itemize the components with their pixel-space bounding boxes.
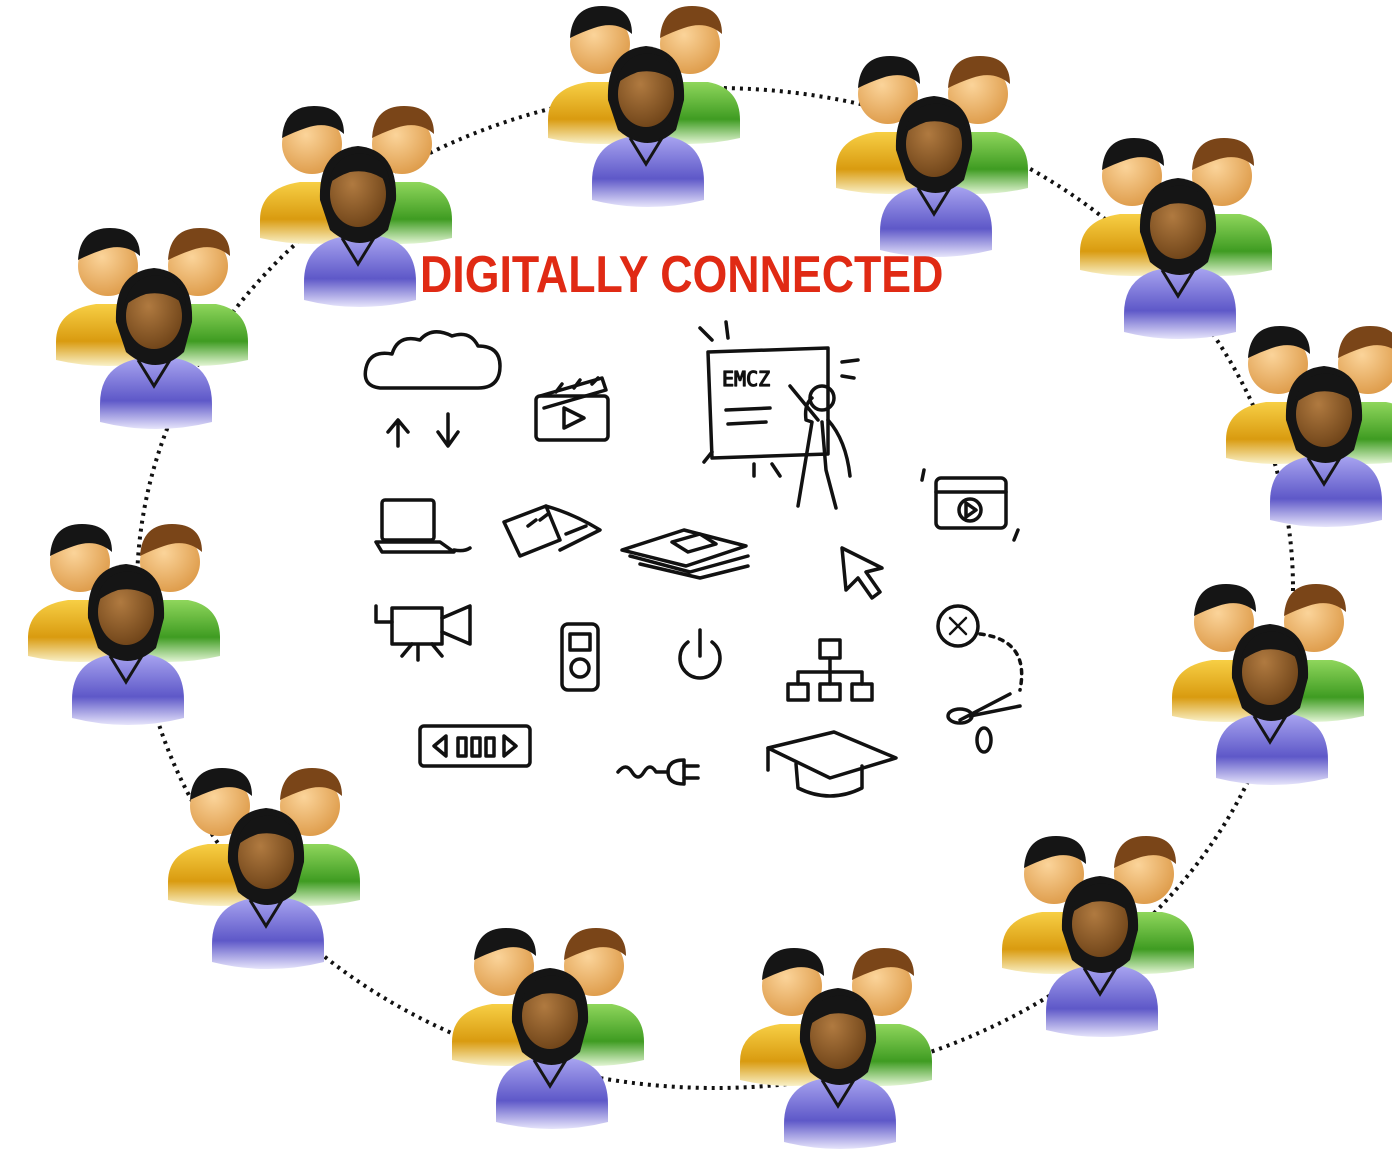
video-screen-icon <box>920 468 1020 542</box>
cursor-arrow-icon <box>840 546 884 600</box>
scissors-icon <box>936 604 1024 754</box>
media-player-icon <box>560 622 600 692</box>
people-group <box>26 522 222 727</box>
power-plug-icon <box>616 758 700 786</box>
hierarchy-icon <box>786 638 874 702</box>
graduation-cap-icon <box>766 730 898 798</box>
people-group <box>54 226 250 431</box>
playback-controls-icon <box>418 724 532 768</box>
people-group <box>834 54 1030 259</box>
people-group <box>546 4 742 209</box>
connection-ring <box>135 86 1295 1090</box>
people-group <box>166 766 362 971</box>
people-group <box>1078 136 1274 341</box>
people-group <box>1170 582 1366 787</box>
open-book-icon <box>502 504 602 558</box>
laptop-icon <box>374 498 472 554</box>
clapperboard-icon <box>534 376 610 442</box>
svg-text:EMCZ: EMCZ <box>722 367 770 391</box>
cloud-sync-icon <box>363 330 502 448</box>
video-camera-icon <box>374 604 472 662</box>
newspaper-icon <box>620 528 750 580</box>
people-group <box>450 926 646 1131</box>
whiteboard-teacher-icon: EMCZ <box>698 320 860 510</box>
diagram-title: DIGITALLY CONNECTED <box>420 246 944 304</box>
people-group <box>1000 834 1196 1039</box>
power-icon <box>678 628 722 680</box>
people-group <box>738 946 934 1151</box>
people-group <box>1224 324 1392 529</box>
